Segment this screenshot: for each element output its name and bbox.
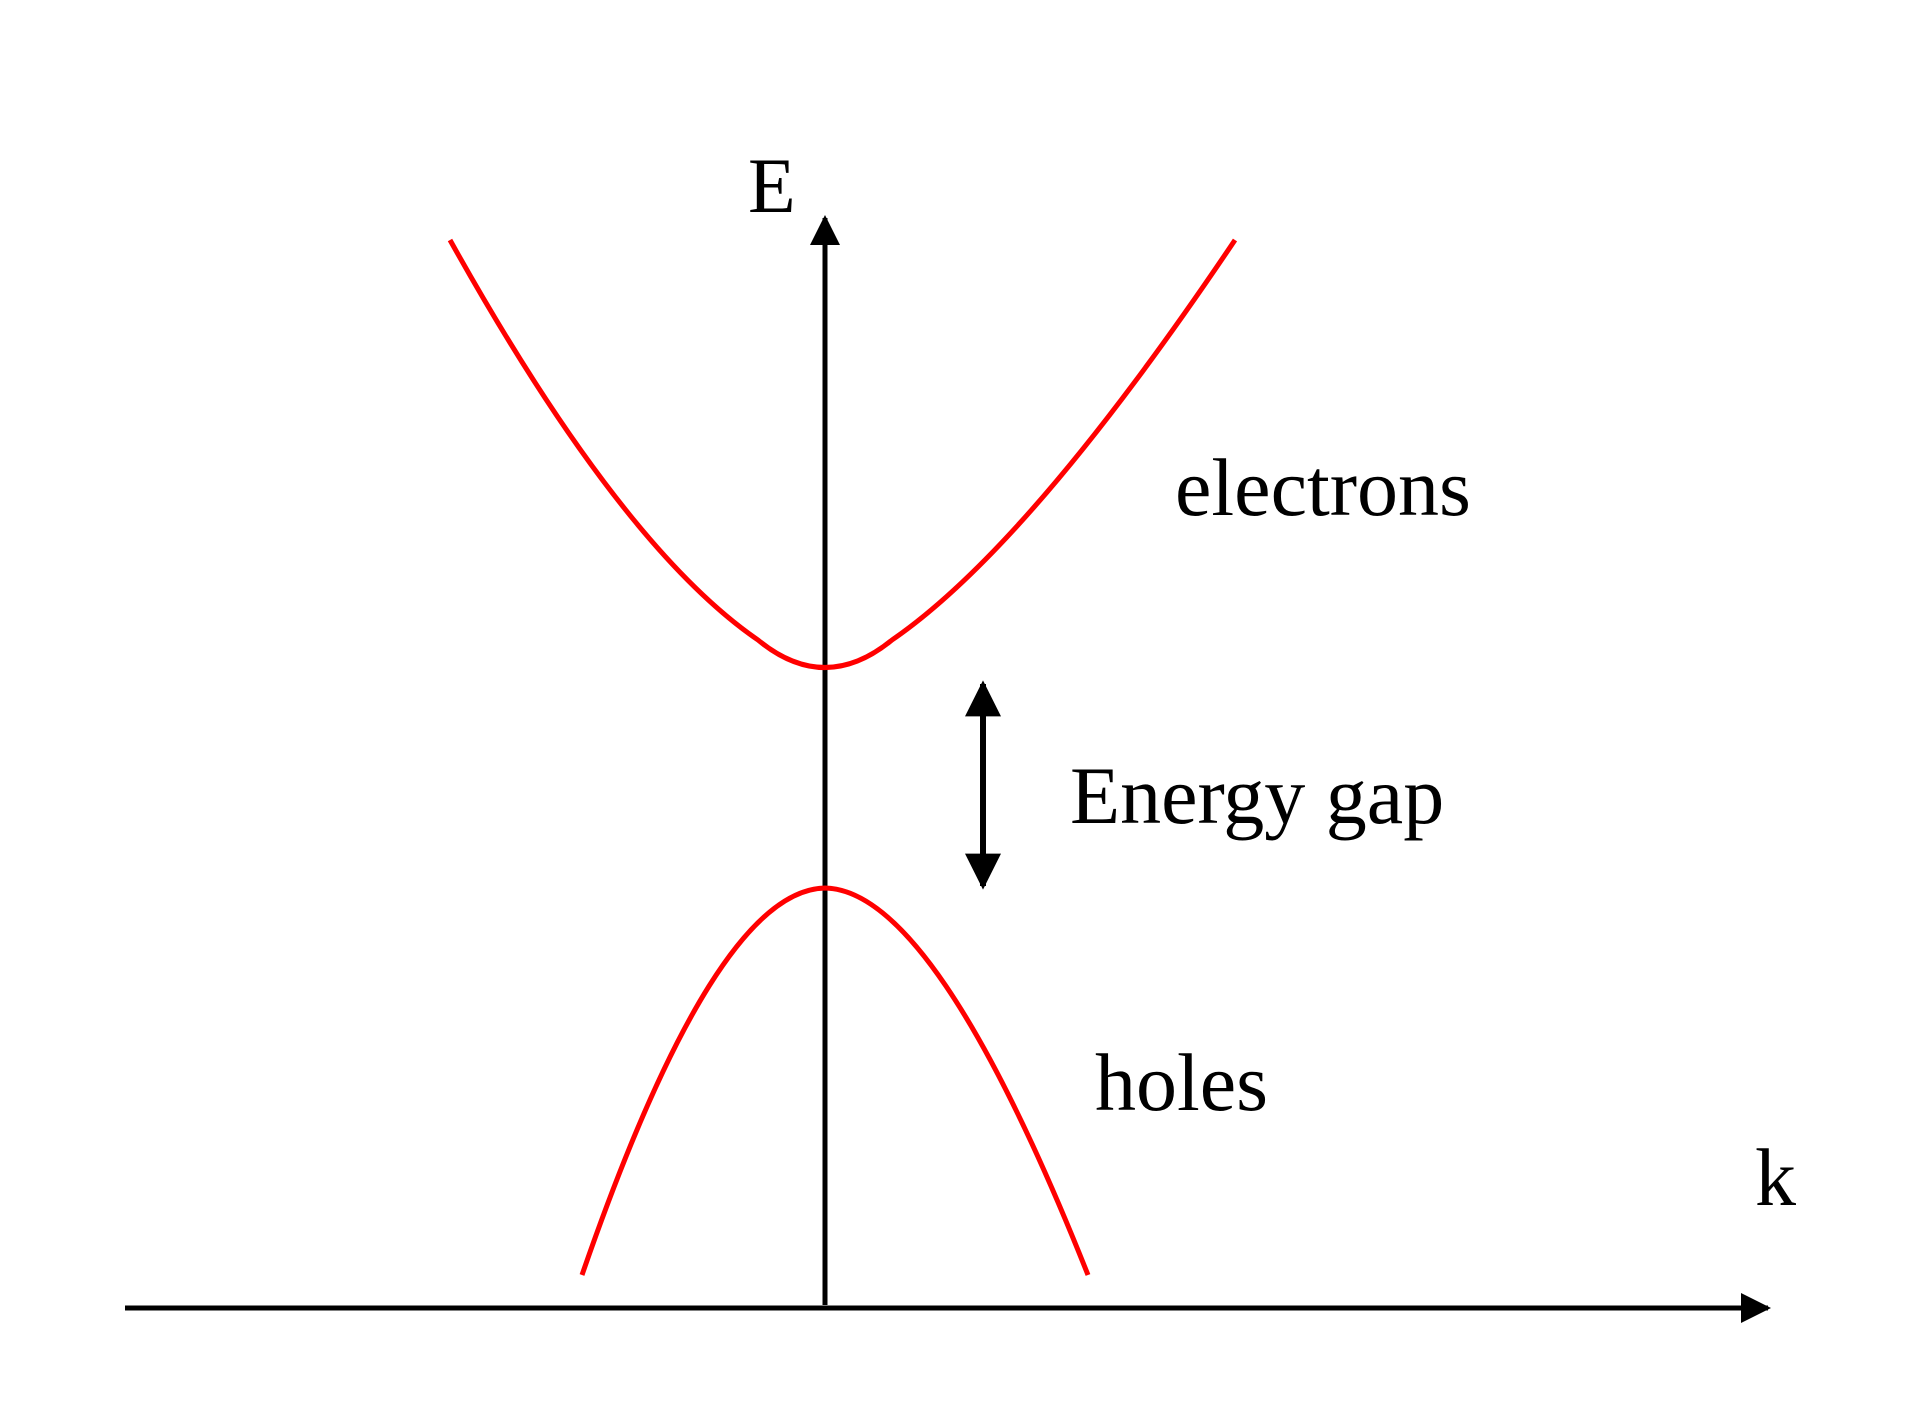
holes-label: holes bbox=[1095, 1037, 1268, 1128]
valence-band-curve bbox=[579, 885, 1091, 1276]
energy-axis-label: E bbox=[748, 142, 796, 229]
energy-gap-label: Energy gap bbox=[1070, 750, 1444, 841]
conduction-band-curve bbox=[447, 238, 1238, 670]
k-axis-label: k bbox=[1755, 1132, 1796, 1223]
electrons-label: electrons bbox=[1175, 442, 1471, 533]
